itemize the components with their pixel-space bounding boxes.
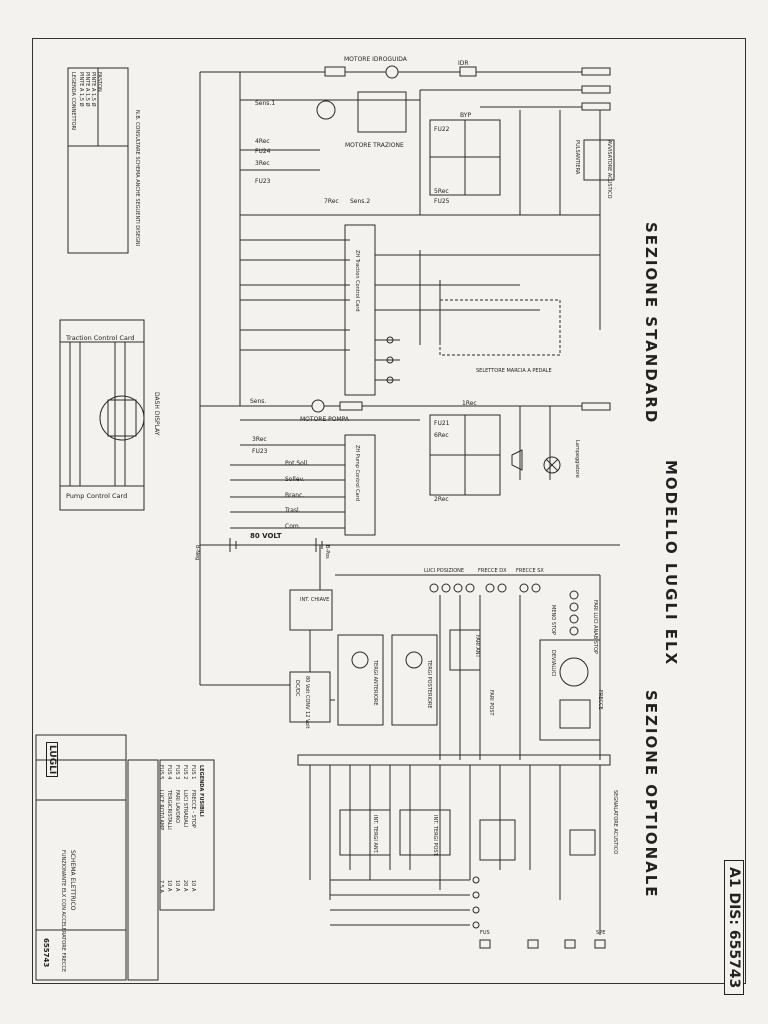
int-chiave-label: INT. CHIAVE xyxy=(300,597,330,603)
fus-label: FUS xyxy=(480,930,490,936)
frecce-dx-label: FRECCE DX xyxy=(478,568,507,574)
fu21-label: FU21 xyxy=(434,420,450,427)
segnalatore-label: SEGNALATORE ACUSTICO xyxy=(612,790,618,855)
byp-label: BYP xyxy=(460,112,472,119)
fuse-row-5-desc: LUCE ROT/LAMP xyxy=(158,790,164,831)
fari-post-label: FARI POST xyxy=(488,690,494,716)
int-tergi-ant-label: INT. TERGI ANT. xyxy=(372,815,378,854)
left-legend-note: N.B. CONSULTARE SCHEMA ANCHE SEGUENTI DI… xyxy=(134,110,140,247)
fuse-row-3-desc: FARI LAVORO xyxy=(174,790,180,824)
rec2-label: 2Rec xyxy=(434,496,449,503)
rec6-label: 6Rec xyxy=(434,432,449,439)
pulsantiera-label: PULSANTIERA xyxy=(574,140,580,175)
frecce-label: FRECCE xyxy=(597,690,603,710)
spe-label: SPE xyxy=(596,930,606,936)
left-legend-row-4: FASTON xyxy=(96,72,102,92)
sens2-label: Sens.2 xyxy=(350,198,371,205)
left-legend-title: LEGENDA CONNETTORI xyxy=(70,72,76,131)
title-block-desc: FUNZIONANTE ELX CON ACCELERATORE FRECCE xyxy=(60,850,66,973)
sezione-standard-title: SEZIONE STANDARD xyxy=(642,222,660,425)
fuse-row-5-id: FUS 5 xyxy=(158,765,164,780)
fuse-row-1-desc: FRECCE - STOP xyxy=(190,790,196,828)
fu25-label: FU25 xyxy=(434,198,450,205)
fu22-label: FU22 xyxy=(434,126,450,133)
traction-card-label: Traction Control Card xyxy=(66,334,135,342)
fuse-row-5-val: 7.5 A xyxy=(158,880,164,893)
battery-neg-label: B-Neg xyxy=(194,545,200,561)
motore-pompa-label: MOTORE POMPA xyxy=(300,416,350,423)
fuse-row-2-desc: LUCI STRADALI xyxy=(182,790,188,828)
fuse-row-2-val: 20 A xyxy=(182,880,188,892)
fari-ant-label: FARI ANT xyxy=(474,635,480,658)
pump-input-1: Pot.Soll. xyxy=(285,460,310,467)
idr-label: IDR xyxy=(458,60,469,67)
drawing-number: A1 DIS: 655743 xyxy=(724,860,744,996)
rec3b-label: 3Rec xyxy=(252,436,267,443)
fuse-row-4-desc: TERGICRISTALLI xyxy=(166,790,172,830)
fuse-row-4-val: 10 A xyxy=(166,880,172,892)
sezione-optionale-title: SEZIONE OPTIONALE xyxy=(642,690,660,899)
drawing-frame xyxy=(32,38,746,984)
devialuci-label: DEVIALUCI xyxy=(550,650,556,677)
rec3-label: 3Rec xyxy=(255,160,270,167)
tergi-post-label: TERGI POSTERIORE xyxy=(426,660,432,709)
pump-card-label: Pump Control Card xyxy=(66,492,128,500)
motore-idroguida-label: MOTORE IDROGUIDA xyxy=(344,56,407,63)
luci-posizione-label: LUCI POSIZIONE xyxy=(424,568,465,574)
title-block-number: 655743 xyxy=(42,938,50,968)
title-block-subject: SCHEMA ELETTRICO xyxy=(69,850,76,911)
lampeggiatore-label: Lampeggiatore xyxy=(574,440,580,478)
fuse-row-4-id: FUS 4 xyxy=(166,765,172,780)
rec4-label: 4Rec xyxy=(255,138,270,145)
rec7-label: 7Rec xyxy=(324,198,339,205)
fu23-label: FU23 xyxy=(255,178,271,185)
fuse-row-1-val: 10 A xyxy=(190,880,196,892)
fu24-label: FU24 xyxy=(255,148,271,155)
dcdc-label: DC/DC xyxy=(294,680,300,697)
fari-luci-label: FARI LUCI ANAB STOP xyxy=(592,600,598,654)
fuse-row-2-id: FUS 2 xyxy=(182,765,188,780)
sens-label: Sens. xyxy=(250,398,267,405)
avvisatore-label: AVVISATORE ACUSTICO xyxy=(606,140,612,199)
pump-input-4: Trasl. xyxy=(285,507,301,514)
fuse-row-1-id: FUS 1 xyxy=(190,765,196,780)
motore-trazione-label: MOTORE TRAZIONE xyxy=(345,142,404,149)
pump-input-2: Sollev. xyxy=(285,476,305,483)
sens1-label: Sens.1 xyxy=(255,100,276,107)
dash-display-label: DASH DISPLAY xyxy=(153,392,160,436)
modello-title: MODELLO LUGLI ELX xyxy=(662,460,680,667)
int-tergi-post-label: INT. TERGI POST. xyxy=(432,815,438,857)
company-logo: LUGLI xyxy=(46,742,58,778)
meno-stop-label: MENO STOP xyxy=(550,605,556,635)
conv-label: 80 Volt CONV 12 Volt xyxy=(304,676,310,729)
rec5-label: 5Rec xyxy=(434,188,449,195)
battery-pos-label: B-Pos xyxy=(324,545,330,559)
rec1-label: 1Rec xyxy=(462,400,477,407)
selettore-label: SELETTORE MARCIA A PEDALE xyxy=(476,368,552,374)
fuse-row-3-id: FUS 3 xyxy=(174,765,180,780)
tergi-ant-label: TERGI ANTERIORE xyxy=(372,660,378,706)
pump-input-5: Com. xyxy=(285,523,301,530)
fuse-row-3-val: 10 A xyxy=(174,880,180,892)
frecce-sx-label: FRECCE SX xyxy=(516,568,544,574)
zh-pump-card-label: ZH Pump Control Card xyxy=(354,445,360,501)
fuse-legend-title: LEGENDA FUSIBILI xyxy=(198,765,204,817)
zh-traction-card-label: ZH Traction Control Card xyxy=(354,250,360,312)
pump-input-3: Branc. xyxy=(285,492,305,499)
battery-label: 80 VOLT xyxy=(250,532,282,540)
fu23b-label: FU23 xyxy=(252,448,268,455)
